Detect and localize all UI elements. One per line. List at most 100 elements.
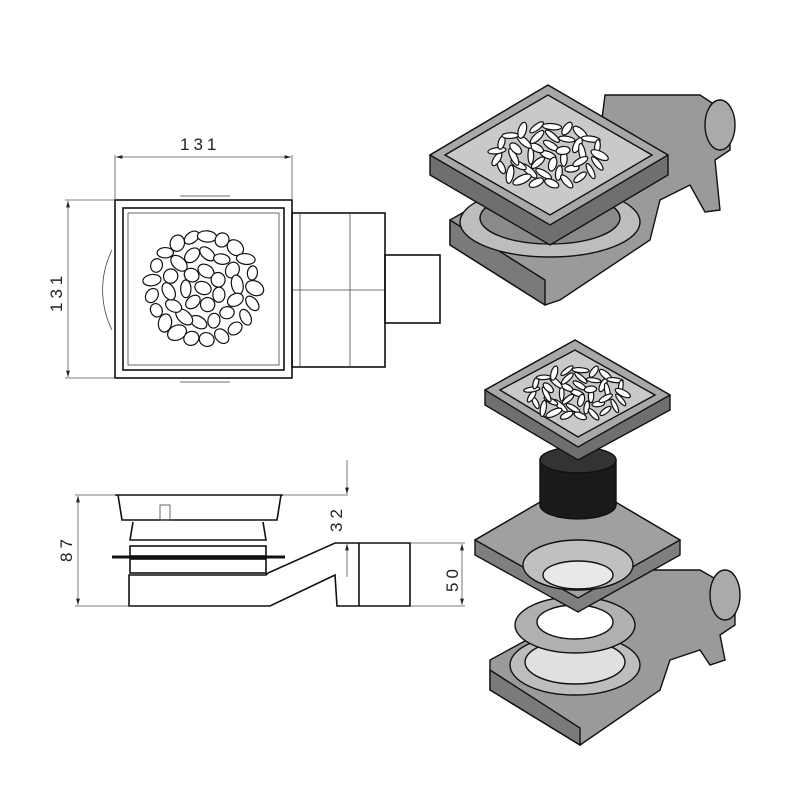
pebble-hole: [226, 292, 244, 308]
pebble-hole: [529, 130, 545, 145]
pebble-hole: [542, 382, 554, 394]
pebble-hole: [573, 411, 588, 421]
pebble-hole: [529, 121, 545, 134]
pebble-hole: [558, 135, 576, 143]
pebble-grate-holes: [142, 230, 265, 348]
pebble-hole: [210, 271, 226, 288]
pebble-hole: [185, 294, 201, 310]
pebble-hole: [505, 164, 515, 184]
pebble-hole: [555, 145, 571, 156]
pebble-hole: [183, 247, 201, 264]
pebble-hole: [214, 328, 230, 345]
top-view: [102, 195, 441, 383]
pebble-hole: [615, 393, 627, 407]
pebble-hole: [245, 295, 260, 312]
pebble-hole: [587, 408, 600, 421]
isometric-assembled-view: [428, 84, 736, 307]
pebble-hole: [142, 273, 162, 287]
pebble-hole: [157, 313, 173, 333]
pebble-hole: [549, 365, 559, 381]
pebble-hole: [545, 407, 563, 419]
dimension-top-width: 131: [114, 135, 293, 200]
dimension-side-outlet: 50: [410, 542, 465, 607]
pebble-hole: [183, 230, 200, 245]
pebble-hole: [219, 306, 235, 320]
pebble-hole: [598, 393, 613, 404]
pebble-hole: [212, 253, 231, 265]
pebble-hole: [610, 398, 620, 414]
pebble-hole: [573, 171, 587, 184]
pebble-hole: [585, 162, 596, 180]
pebble-grate-holes-assembled: [487, 121, 609, 189]
pebble-hole: [199, 296, 216, 313]
dim-label-outlet-height: 50: [443, 565, 462, 592]
pebble-hole: [559, 410, 574, 420]
pebble-hole: [501, 132, 520, 140]
pebble-hole: [539, 399, 548, 418]
pebble-hole: [560, 372, 574, 385]
dim-label-top-height: 131: [47, 272, 66, 312]
pebble-hole: [183, 330, 200, 346]
pebble-hole: [583, 385, 598, 394]
pebble-hole: [512, 173, 532, 186]
pebble-hole: [161, 282, 176, 301]
pebble-hole: [572, 155, 589, 168]
pebble-hole: [614, 387, 632, 399]
pebble-hole: [517, 121, 528, 139]
pebble-hole: [561, 121, 573, 136]
side-view: [112, 494, 411, 607]
pebble-hole: [547, 156, 558, 172]
dimension-side-total: 87: [57, 494, 129, 607]
dimension-side-tray: 32: [283, 460, 349, 577]
pebble-hole: [198, 332, 215, 348]
pebble-hole: [224, 261, 240, 279]
pebble-hole: [196, 230, 218, 243]
pebble-hole: [585, 377, 602, 384]
pebble-hole: [571, 366, 590, 374]
pebble-hole: [574, 371, 588, 384]
pebble-hole: [528, 177, 545, 189]
pebble-hole: [246, 265, 259, 281]
pebble-hole: [508, 147, 520, 166]
pebble-hole: [169, 234, 186, 252]
pebble-hole: [149, 302, 163, 318]
pebble-hole: [580, 135, 601, 143]
pebble-hole: [235, 252, 256, 266]
pebble-hole: [541, 122, 563, 131]
pebble-hole: [239, 308, 253, 326]
pebble-hole: [230, 274, 244, 295]
dimension-top-height: 131: [47, 199, 115, 379]
pebble-hole: [245, 279, 265, 297]
pebble-hole: [590, 156, 604, 171]
pebble-hole: [544, 178, 560, 189]
pebble-hole: [541, 386, 552, 403]
pebble-hole: [535, 167, 553, 180]
pebble-grate-holes-exploded: [523, 365, 632, 421]
pebble-hole: [509, 142, 523, 155]
pebble-hole: [183, 267, 200, 283]
pebble-hole: [560, 365, 574, 377]
pebble-hole: [599, 405, 612, 417]
isometric-exploded-view: [473, 339, 741, 747]
pebble-hole: [144, 287, 159, 304]
pebble-hole: [162, 268, 179, 284]
pebble-hole: [167, 324, 188, 342]
pebble-hole: [588, 365, 599, 378]
pebble-hole: [577, 393, 586, 408]
pebble-hole: [149, 258, 164, 273]
dim-label-top-width: 131: [180, 135, 220, 154]
pebble-hole: [170, 254, 188, 272]
pebble-hole: [560, 174, 574, 189]
pebble-hole: [535, 374, 552, 381]
pebble-hole: [212, 286, 226, 303]
dim-label-total-height: 87: [57, 535, 76, 562]
pebble-hole: [156, 246, 175, 259]
pebble-hole: [227, 321, 243, 336]
pebble-hole: [590, 149, 609, 162]
pebble-hole: [544, 129, 560, 143]
pebble-hole: [194, 280, 212, 296]
dim-label-tray-depth: 32: [327, 505, 346, 532]
pebble-hole: [207, 312, 221, 329]
